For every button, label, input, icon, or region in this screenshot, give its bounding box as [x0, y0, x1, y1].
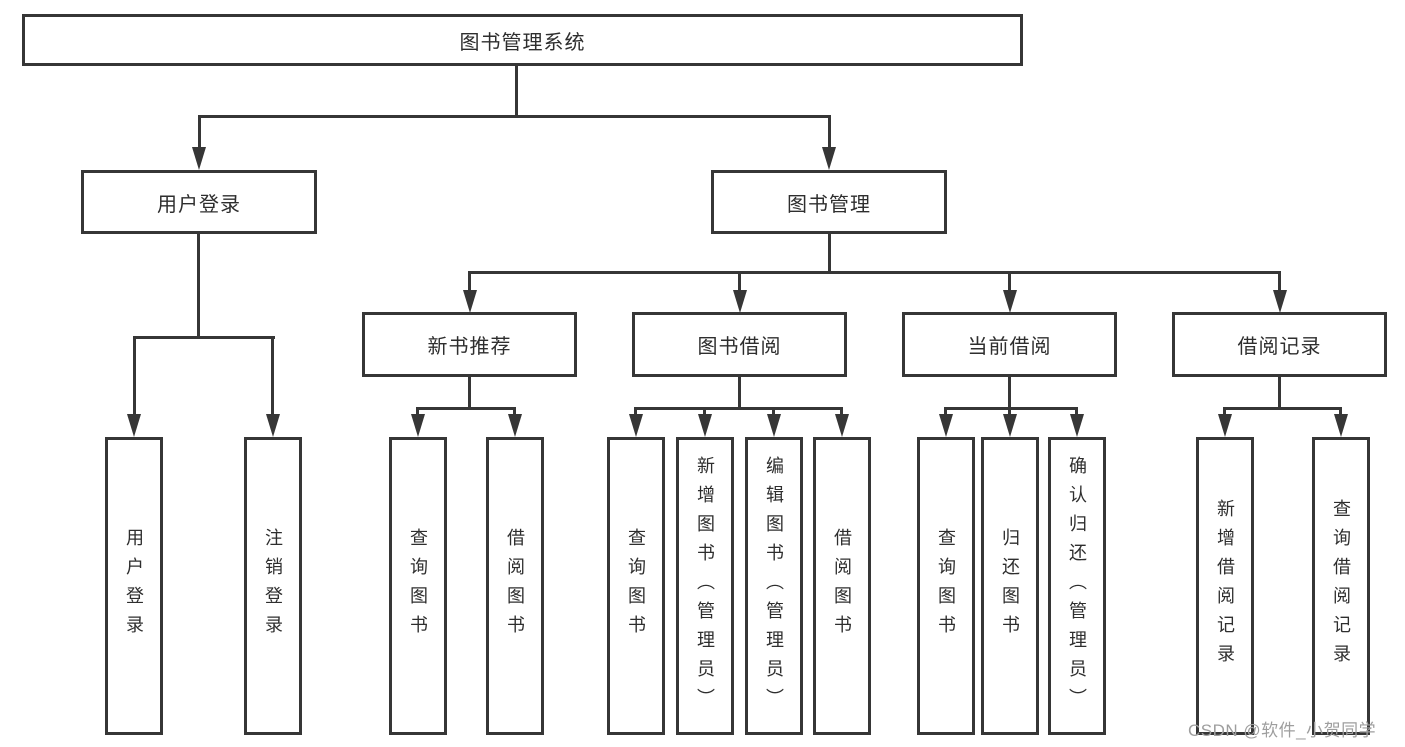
connector-user-login-stem: [197, 234, 200, 339]
arrow-down-icon: [411, 414, 425, 437]
connector-user-login-rail: [133, 336, 275, 339]
arrow-down-icon: [822, 147, 836, 170]
leaf-query-books-borrow: 查询图书: [607, 437, 665, 735]
node-root-system: 图书管理系统: [22, 14, 1023, 66]
connector-drop: [1008, 407, 1011, 417]
arrow-down-icon: [1070, 414, 1084, 437]
connector-book-borrow-stem: [738, 377, 741, 410]
connector-drop: [416, 407, 419, 417]
connector-level1-rail: [198, 115, 831, 118]
connector-drop: [944, 407, 947, 417]
connector-book-borrow-rail: [635, 407, 843, 410]
connector-drop-borrow-records: [1278, 271, 1281, 293]
arrow-down-icon: [463, 290, 477, 313]
leaf-query-borrow-record: 查询借阅记录: [1312, 437, 1370, 735]
node-new-book-recommend: 新书推荐: [362, 312, 577, 377]
connector-drop: [513, 407, 516, 417]
connector-level2-rail: [469, 271, 1281, 274]
arrow-down-icon: [1334, 414, 1348, 437]
arrow-down-icon: [266, 414, 280, 437]
leaf-user-login: 用户登录: [105, 437, 163, 735]
arrow-down-icon: [1218, 414, 1232, 437]
connector-drop-leaf-user-login: [133, 336, 136, 416]
node-current-borrow: 当前借阅: [902, 312, 1117, 377]
connector-current-borrow-rail: [945, 407, 1078, 410]
leaf-query-books-recommend: 查询图书: [389, 437, 447, 735]
arrow-down-icon: [629, 414, 643, 437]
node-book-borrow: 图书借阅: [632, 312, 847, 377]
leaf-borrow-book: 借阅图书: [813, 437, 871, 735]
connector-drop: [772, 407, 775, 417]
node-borrow-records: 借阅记录: [1172, 312, 1387, 377]
connector-drop-user-login: [198, 115, 201, 149]
csdn-watermark: CSDN @软件_小贺同学: [1188, 721, 1377, 740]
node-user-login: 用户登录: [81, 170, 317, 234]
connector-current-borrow-stem: [1008, 377, 1011, 410]
leaf-borrow-books-recommend: 借阅图书: [486, 437, 544, 735]
connector-drop: [1339, 407, 1342, 417]
arrow-down-icon: [1003, 414, 1017, 437]
connector-new-book-rail: [417, 407, 516, 410]
arrow-down-icon: [698, 414, 712, 437]
connector-drop: [703, 407, 706, 417]
leaf-return-book: 归还图书: [981, 437, 1039, 735]
connector-drop-leaf-logout: [271, 336, 274, 416]
arrow-down-icon: [1273, 290, 1287, 313]
connector-drop: [1223, 407, 1226, 417]
connector-drop: [634, 407, 637, 417]
leaf-logout-login: 注销登录: [244, 437, 302, 735]
connector-drop-book-borrow: [738, 271, 741, 293]
connector-book-mgmt-stem: [828, 234, 831, 274]
connector-new-book-stem: [468, 377, 471, 410]
arrow-down-icon: [192, 147, 206, 170]
arrow-down-icon: [835, 414, 849, 437]
connector-drop: [840, 407, 843, 417]
leaf-confirm-return-admin: 确认归还（管理员）: [1048, 437, 1106, 735]
leaf-edit-book-admin: 编辑图书（管理员）: [745, 437, 803, 735]
connector-drop: [1075, 407, 1078, 417]
arrow-down-icon: [767, 414, 781, 437]
connector-borrow-records-rail: [1224, 407, 1342, 410]
leaf-query-books-current: 查询图书: [917, 437, 975, 735]
connector-borrow-records-stem: [1278, 377, 1281, 410]
leaf-add-book-admin: 新增图书（管理员）: [676, 437, 734, 735]
connector-drop-new-book: [468, 271, 471, 293]
leaf-add-borrow-record: 新增借阅记录: [1196, 437, 1254, 735]
connector-drop-current-borrow: [1008, 271, 1011, 293]
node-book-management: 图书管理: [711, 170, 947, 234]
arrow-down-icon: [939, 414, 953, 437]
connector-drop-book-mgmt: [828, 115, 831, 149]
arrow-down-icon: [1003, 290, 1017, 313]
connector-root-stem: [515, 66, 518, 118]
arrow-down-icon: [508, 414, 522, 437]
arrow-down-icon: [733, 290, 747, 313]
arrow-down-icon: [127, 414, 141, 437]
